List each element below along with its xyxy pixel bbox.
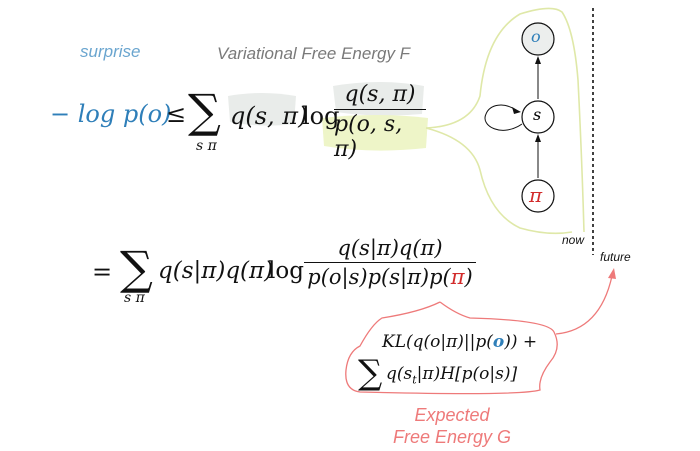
log-operator: log: [302, 102, 340, 130]
kl-left: KL(q(o|π)||p(: [382, 332, 493, 352]
variational-free-energy-label: Variational Free Energy F: [217, 44, 411, 63]
entropy-term-rest: |π)H[p(o|s)]: [416, 364, 518, 384]
numerator-highlight: [333, 82, 424, 116]
entropy-term: q(st|π)H[p(o|s)]: [386, 364, 517, 386]
fraction-bar: [334, 109, 426, 110]
expected-free-energy-label-line1: Expected: [414, 405, 490, 425]
fraction-2-denominator: p(o|s)p(s|π)p(π): [307, 263, 472, 289]
surprise-term: − log p(o): [50, 100, 172, 128]
kl-right: )) +: [504, 332, 538, 352]
kl-preferred-observation: o: [492, 332, 505, 352]
expected-free-energy-label: Expected Free Energy G: [362, 404, 542, 448]
weight-term-2: q(s|π)q(π): [158, 258, 274, 284]
sum-symbol-2: ∑: [120, 241, 153, 295]
state-self-loop: [484, 104, 523, 131]
denominator-right: ): [464, 265, 473, 289]
state-node-circle: [521, 100, 555, 134]
weight-term: q(s, π): [230, 102, 308, 130]
surprise-label: surprise: [80, 42, 141, 61]
state-node-label: s: [533, 105, 542, 124]
fraction-numerator: q(s, π): [344, 82, 416, 107]
observation-node-label: o: [531, 27, 541, 46]
expected-free-energy-label-line2: Free Energy G: [392, 427, 512, 447]
sum-index-2: s π: [124, 290, 145, 306]
policy-node-circle: [521, 179, 555, 213]
observation-node-circle: [521, 22, 555, 56]
policy-to-state-arrowhead: [535, 134, 541, 142]
fraction-2: q(s|π)q(π) p(o|s)p(s|π)p(π): [304, 236, 476, 289]
future-label: future: [600, 250, 631, 264]
model-bracket: [425, 7, 585, 235]
expected-free-energy-bubble: [345, 301, 558, 395]
policy-node-label: π: [529, 183, 543, 207]
denominator-policy: π: [450, 265, 465, 289]
future-arrowhead: [608, 268, 616, 279]
entropy-term-head: q(s: [386, 364, 413, 384]
kl-term: KL(q(o|π)||p(o)) +: [382, 332, 537, 352]
future-arrow: [555, 275, 613, 335]
log-operator-2: log: [268, 258, 304, 284]
denominator-left: p(o|s)p(s|π)p(: [307, 265, 451, 289]
entropy-term-subscript: t: [412, 373, 417, 387]
sum-symbol-3: ∑: [358, 353, 383, 393]
now-label: now: [562, 233, 585, 247]
sum-symbol: ∑: [188, 84, 221, 138]
state-to-observation-arrowhead: [535, 56, 541, 64]
weight-highlight: [228, 93, 296, 126]
state-self-loop-arrowhead: [512, 107, 521, 114]
equals-symbol: =: [92, 258, 113, 286]
fraction: q(s, π) p(o, s, π): [334, 82, 426, 162]
fraction-2-bar: [304, 262, 476, 263]
fraction-denominator: p(o, s, π): [334, 112, 403, 162]
denominator-highlight: [322, 115, 428, 151]
leq-symbol: ≤: [166, 100, 187, 128]
sum-index: s π: [196, 138, 217, 154]
fraction-2-numerator: q(s|π)q(π): [337, 236, 443, 260]
